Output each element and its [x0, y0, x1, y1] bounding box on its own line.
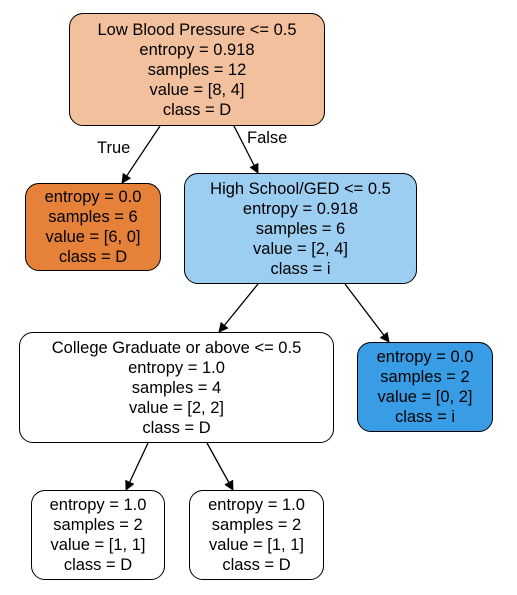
tree-node: High School/GED <= 0.5 entropy = 0.918 s… — [184, 173, 417, 284]
node-samples: samples = 6 — [255, 219, 346, 238]
node-entropy: entropy = 0.918 — [242, 199, 359, 218]
node-class: class = D — [63, 556, 133, 574]
node-entropy: entropy = 0.0 — [44, 188, 142, 206]
edge-college-split-to-bottom-right-leaf — [206, 442, 234, 491]
node-samples: samples = 2 — [53, 516, 143, 534]
node-class: class = i — [270, 259, 331, 278]
node-value: value = [1, 1] — [209, 536, 304, 554]
node-entropy: entropy = 1.0 — [128, 358, 225, 377]
node-class: class = D — [162, 100, 232, 119]
node-samples: samples = 2 — [211, 516, 302, 534]
node-entropy: entropy = 0.0 — [376, 348, 474, 366]
node-class: class = D — [142, 418, 211, 437]
tree-node: entropy = 0.0 samples = 2 value = [0, 2]… — [357, 342, 493, 432]
node-value: value = [1, 1] — [50, 536, 146, 554]
node-samples: samples = 2 — [380, 368, 470, 386]
node-samples: samples = 6 — [48, 208, 138, 226]
edge-college-split-to-bottom-left-leaf — [125, 442, 149, 491]
edge-label-false: False — [247, 129, 288, 147]
edge-right-split-to-right-leaf — [344, 283, 390, 343]
tree-node: Low Blood Pressure <= 0.5 entropy = 0.91… — [69, 13, 325, 126]
tree-node: College Graduate or above <= 0.5 entropy… — [19, 332, 334, 443]
node-entropy: entropy = 0.918 — [139, 40, 255, 59]
edge-root-to-left-leaf — [121, 125, 161, 184]
node-class: class = D — [58, 248, 128, 266]
node-split-condition: College Graduate or above <= 0.5 — [51, 338, 302, 357]
node-samples: samples = 4 — [131, 378, 222, 397]
node-samples: samples = 12 — [147, 60, 247, 79]
node-value: value = [2, 4] — [253, 239, 348, 258]
tree-node: entropy = 1.0 samples = 2 value = [1, 1]… — [189, 490, 324, 580]
node-class: class = i — [394, 408, 456, 426]
node-value: value = [8, 4] — [149, 80, 245, 99]
node-value: value = [0, 2] — [377, 388, 473, 406]
node-entropy: entropy = 1.0 — [49, 496, 147, 514]
node-value: value = [6, 0] — [45, 228, 141, 246]
tree-node: entropy = 1.0 samples = 2 value = [1, 1]… — [31, 490, 165, 580]
node-split-condition: Low Blood Pressure <= 0.5 — [97, 20, 297, 39]
node-entropy: entropy = 1.0 — [208, 496, 305, 514]
edge-right-split-to-college-split — [218, 283, 259, 333]
node-class: class = D — [222, 556, 291, 574]
tree-node: entropy = 0.0 samples = 6 value = [6, 0]… — [25, 183, 161, 271]
edge-label-true: True — [97, 139, 131, 157]
node-value: value = [2, 2] — [129, 398, 224, 417]
edge-root-to-right-split — [233, 125, 259, 174]
node-split-condition: High School/GED <= 0.5 — [210, 179, 391, 198]
